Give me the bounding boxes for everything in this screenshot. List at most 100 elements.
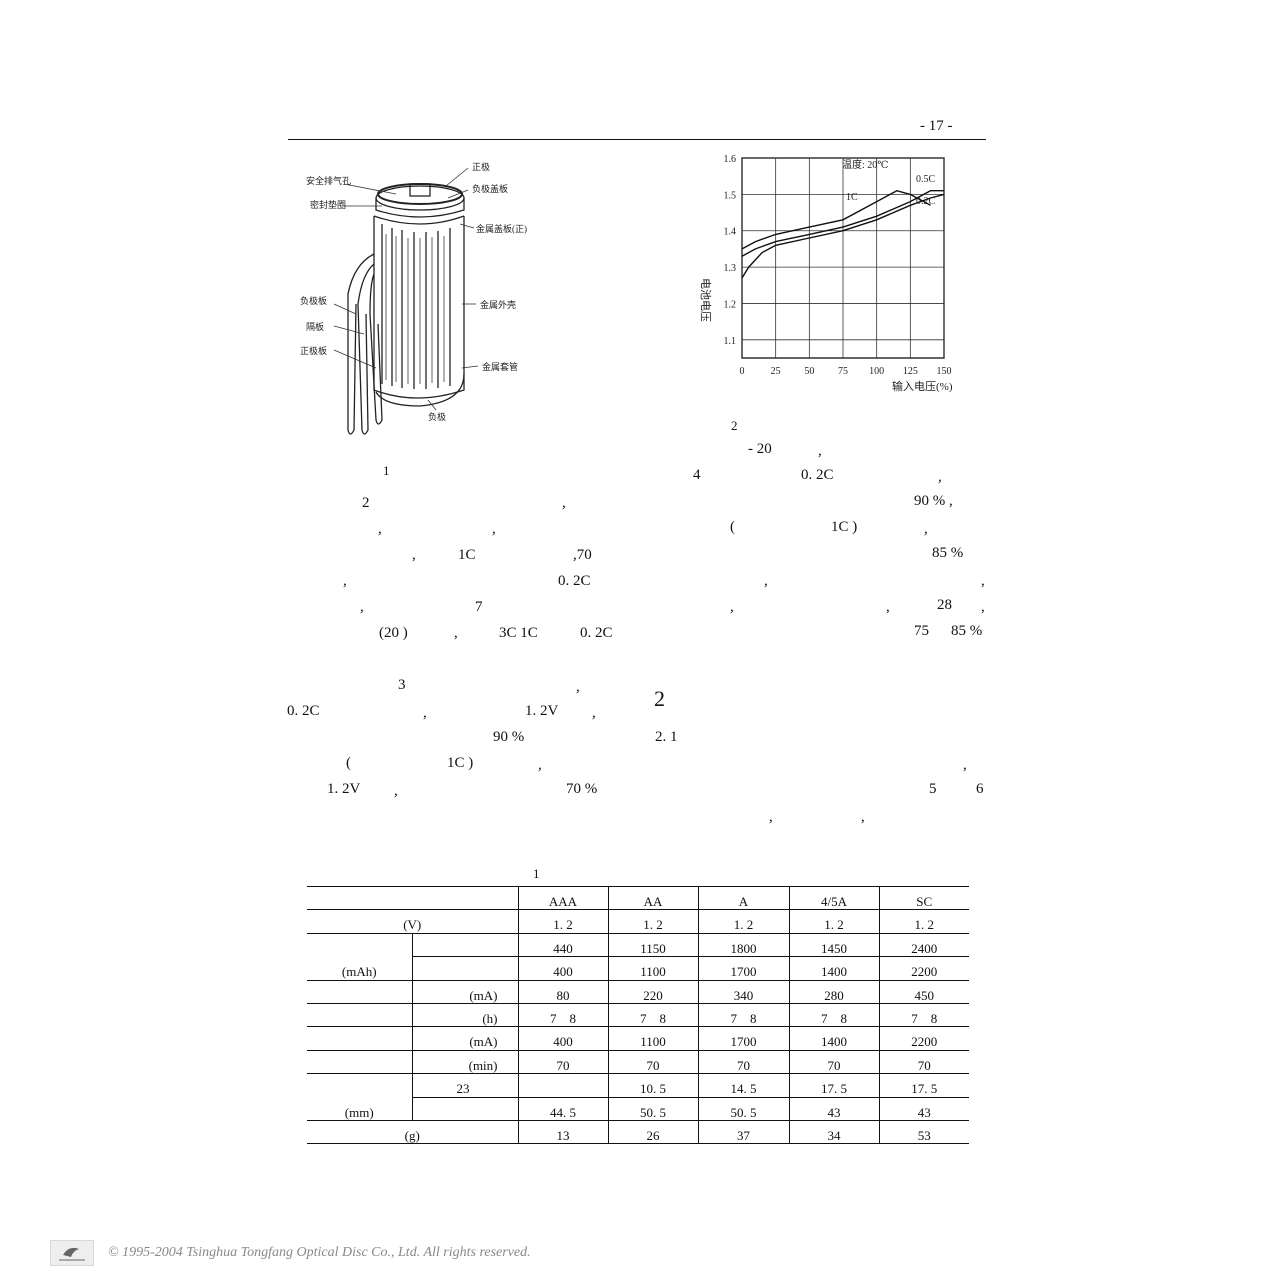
figure-2-caption: 2 bbox=[731, 418, 738, 433]
table-cell: 70 bbox=[517, 1050, 608, 1075]
text-fragment: 0. 2C bbox=[801, 467, 834, 483]
table-cell: 1400 bbox=[788, 1026, 879, 1051]
table-row-weight: (g) 13 26 37 34 53 bbox=[307, 1120, 969, 1145]
table-cell: 37 bbox=[697, 1120, 789, 1145]
text-fragment: , bbox=[492, 521, 496, 537]
text-fragment: , bbox=[343, 573, 347, 589]
row-label: (h) bbox=[411, 1003, 518, 1028]
text-fragment: 90 % bbox=[493, 729, 525, 745]
col-header: 4/5A bbox=[788, 885, 879, 911]
table-cell: 44. 5 bbox=[517, 1097, 608, 1121]
table-cell: 340 bbox=[697, 980, 789, 1004]
table-cell: 2200 bbox=[878, 956, 969, 981]
table-cell: 2200 bbox=[878, 1026, 969, 1051]
table-cell bbox=[517, 1073, 608, 1098]
text-fragment: , bbox=[730, 599, 734, 615]
table-cell: 70 bbox=[878, 1050, 969, 1075]
col-header: AAA bbox=[517, 885, 608, 911]
text-fragment: , bbox=[924, 521, 928, 537]
table-cell: 1100 bbox=[607, 1026, 698, 1051]
col-header: SC bbox=[878, 885, 969, 911]
text-fragment: , bbox=[454, 625, 458, 641]
table-cell: 280 bbox=[788, 980, 879, 1004]
chart-y-ticks: 1.11.21.31.41.51.6 bbox=[724, 154, 737, 347]
text-fragment: , bbox=[423, 705, 427, 721]
text-fragment: 6 bbox=[976, 781, 984, 797]
table-cell: 43 bbox=[788, 1097, 879, 1121]
chart-annotation-1c: 1C bbox=[846, 192, 858, 203]
text-fragment: 4 bbox=[693, 467, 701, 483]
table-cell: 400 bbox=[517, 1026, 608, 1051]
text-fragment: 3 bbox=[398, 677, 406, 693]
text-fragment: 7 bbox=[475, 599, 483, 615]
series-line-05C bbox=[741, 190, 944, 257]
text-fragment: 70 % bbox=[566, 781, 598, 797]
table-cell: 1400 bbox=[788, 956, 879, 981]
text-fragment: , bbox=[378, 521, 382, 537]
table-cell: 1. 2 bbox=[607, 909, 698, 934]
table-cell: 17. 5 bbox=[878, 1073, 969, 1098]
row-label: (mA) bbox=[411, 980, 518, 1004]
table-row-charge-current: (mA) 80 220 340 280 450 bbox=[307, 980, 969, 1004]
table-cell: 450 bbox=[878, 980, 969, 1004]
copyright-text: © 1995-2004 Tsinghua Tongfang Optical Di… bbox=[108, 1245, 531, 1260]
text-fragment: , bbox=[538, 757, 542, 773]
text-fragment: - 20 bbox=[748, 441, 772, 457]
battery-spec-table: AAA AA A 4/5A SC (V) 1. 2 1. 2 1. 2 1. 2… bbox=[307, 885, 969, 1145]
figure-1-caption: 1 bbox=[383, 463, 390, 478]
text-fragment: , bbox=[592, 705, 596, 721]
row-label: (min) bbox=[411, 1050, 518, 1075]
text-fragment: , bbox=[963, 757, 967, 773]
chart-annotation-temperature: 温度: 20℃ bbox=[842, 158, 888, 171]
text-fragment: 0. 2C bbox=[287, 703, 320, 719]
x-tick-label: 50 bbox=[804, 366, 814, 377]
table-cell: 50. 5 bbox=[697, 1097, 789, 1121]
table-row-height: 44. 5 50. 5 50. 5 43 43 bbox=[307, 1097, 969, 1121]
table-cell: 1700 bbox=[697, 956, 789, 981]
label-negative-plate: 负极板 bbox=[300, 295, 327, 306]
table-row-voltage: (V) 1. 2 1. 2 1. 2 1. 2 1. 2 bbox=[307, 909, 969, 934]
text-fragment: 1. 2V bbox=[327, 781, 361, 797]
text-fragment: 1C ) bbox=[447, 755, 474, 771]
table-row-capacity-1: (mAh) 440 1150 1800 1450 2400 bbox=[307, 933, 969, 981]
text-fragment: 1C bbox=[458, 547, 476, 563]
table-row-capacity-2: 400 1100 1700 1400 2200 bbox=[307, 956, 969, 981]
y-tick-label: 1.4 bbox=[724, 227, 737, 238]
label-metal-cap: 金属盖板(正) bbox=[476, 223, 527, 234]
label-negative-cap: 负极盖板 bbox=[472, 183, 508, 194]
table-cell: 34 bbox=[788, 1120, 879, 1145]
table-cell: 1150 bbox=[607, 933, 698, 958]
text-fragment: , bbox=[981, 599, 985, 615]
text-fragment: 1C ) bbox=[831, 519, 858, 535]
text-fragment: , bbox=[981, 573, 985, 589]
label-positive-plate: 正极板 bbox=[300, 345, 327, 356]
publisher-logo bbox=[50, 1240, 94, 1266]
table-cell: 1700 bbox=[697, 1026, 789, 1051]
row-label: (mA) bbox=[411, 1026, 518, 1051]
y-tick-label: 1.3 bbox=[724, 263, 737, 274]
x-tick-label: 0 bbox=[740, 366, 745, 377]
table-cell: 1. 2 bbox=[697, 909, 789, 934]
table-cell: 7 8 bbox=[788, 1003, 879, 1028]
table-row-fast-current: (mA) 400 1100 1700 1400 2200 bbox=[307, 1026, 969, 1051]
text-fragment: (20 ) bbox=[379, 625, 408, 641]
label-separator: 隔板 bbox=[306, 321, 324, 332]
row-label: (mm) bbox=[307, 1073, 412, 1121]
label-safety-vent: 安全排气孔 bbox=[306, 175, 351, 186]
label-negative: 负极 bbox=[428, 411, 446, 422]
table-cell: 220 bbox=[607, 980, 698, 1004]
battery-cutaway-figure: 安全排气孔 密封垫圈 正极 负极盖板 金属盖板(正) 负极板 隔板 正极板 金属… bbox=[300, 161, 527, 435]
text-fragment: 0. 2C bbox=[580, 625, 613, 641]
text-fragment: 85 % bbox=[951, 623, 983, 639]
table-cell: 7 8 bbox=[878, 1003, 969, 1028]
table-row-charge-time: (h) 7 8 7 8 7 8 7 8 7 8 bbox=[307, 1003, 969, 1028]
row-label: (V) bbox=[307, 909, 518, 934]
text-fragment: 2 bbox=[362, 495, 370, 511]
table-cell: 50. 5 bbox=[607, 1097, 698, 1121]
table-row-diameter: (mm) 23 10. 5 14. 5 17. 5 17. 5 bbox=[307, 1073, 969, 1121]
section-number: 2 bbox=[654, 686, 665, 711]
table-cell: 53 bbox=[878, 1120, 969, 1145]
text-fragment: , bbox=[769, 809, 773, 825]
page-number: - 17 - bbox=[920, 118, 953, 134]
